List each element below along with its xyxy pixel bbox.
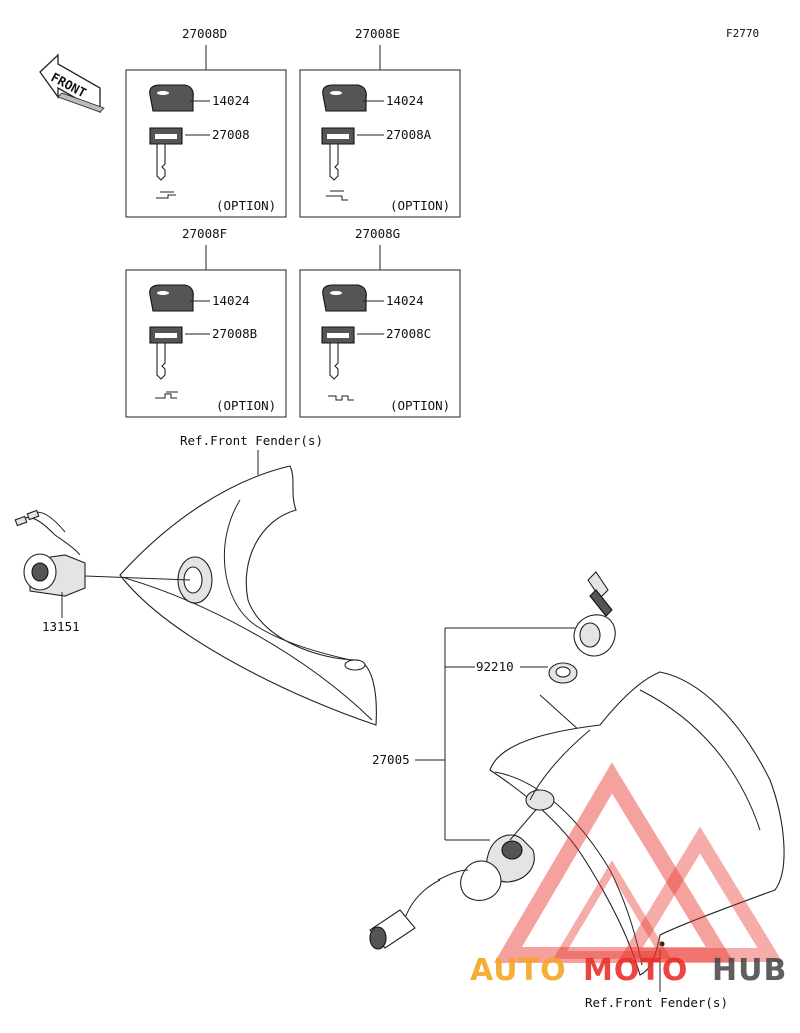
socket-part-number: 13151: [42, 619, 80, 634]
wiring-connector-icon: [369, 879, 441, 950]
option-note: (OPTION): [216, 198, 276, 213]
ref-front-fender-top-label: Ref.Front Fender(s): [180, 433, 323, 448]
automotohub-logo: AUTO MOTO HUB: [470, 762, 787, 988]
ignition-key-icon: [573, 571, 616, 657]
key-profile-icon: [156, 191, 176, 199]
cap-part-number: 14024: [212, 93, 250, 108]
key-profile-icon: [326, 190, 348, 201]
key-blank-icon: [321, 127, 384, 181]
key-profile-icon: [155, 391, 178, 399]
logo-text-moto: MOTO: [583, 953, 688, 988]
cap-part-number: 14024: [212, 293, 250, 308]
option-note: (OPTION): [390, 398, 450, 413]
option-set-number: 27008F: [182, 226, 227, 241]
ref-front-fender-bottom-label: Ref.Front Fender(s): [585, 995, 728, 1010]
switch-set-part-number: 27005: [372, 752, 410, 767]
front-fender-panel-lower: [489, 671, 785, 976]
key-cap-icon: [149, 84, 210, 112]
key-cap-icon: [322, 284, 384, 312]
key-part-number: 27008A: [386, 127, 432, 142]
logo-text-hub: HUB: [712, 953, 787, 988]
option-set-27008g: 27008G 14024 27008C (OPTION): [299, 226, 461, 418]
key-cap-icon: [149, 284, 210, 312]
nut-92210: [548, 662, 578, 684]
option-set-27008d: 27008D 14024 27008 (OPTION): [125, 26, 287, 218]
key-part-number: 27008B: [212, 326, 257, 341]
figure-code: F2770: [726, 27, 759, 40]
ignition-switch-bracket: [415, 627, 575, 841]
cap-part-number: 14024: [386, 293, 424, 308]
cap-part-number: 14024: [386, 93, 424, 108]
option-set-number: 27008D: [182, 26, 227, 41]
option-note: (OPTION): [216, 398, 276, 413]
option-set-number: 27008E: [355, 26, 400, 41]
option-set-number: 27008G: [355, 226, 400, 241]
option-note: (OPTION): [390, 198, 450, 213]
front-fender-panel-upper: [119, 465, 377, 726]
key-cap-icon: [322, 84, 384, 112]
key-part-number: 27008: [212, 127, 250, 142]
key-blank-icon: [149, 326, 210, 380]
ignition-switch-body: [437, 804, 541, 901]
front-arrow-icon: FRONT: [39, 53, 105, 114]
option-set-27008e: 27008E 14024 27008A (OPTION): [299, 26, 461, 218]
key-blank-icon: [321, 326, 384, 380]
option-set-27008f: 27008F 14024 27008B (OPTION): [125, 226, 287, 418]
logo-text-auto: AUTO: [470, 953, 567, 988]
key-profile-icon: [328, 395, 354, 401]
nut-part-number: 92210: [476, 659, 514, 674]
key-part-number: 27008C: [386, 326, 431, 341]
socket-13151: [14, 509, 191, 597]
key-blank-icon: [149, 127, 210, 181]
